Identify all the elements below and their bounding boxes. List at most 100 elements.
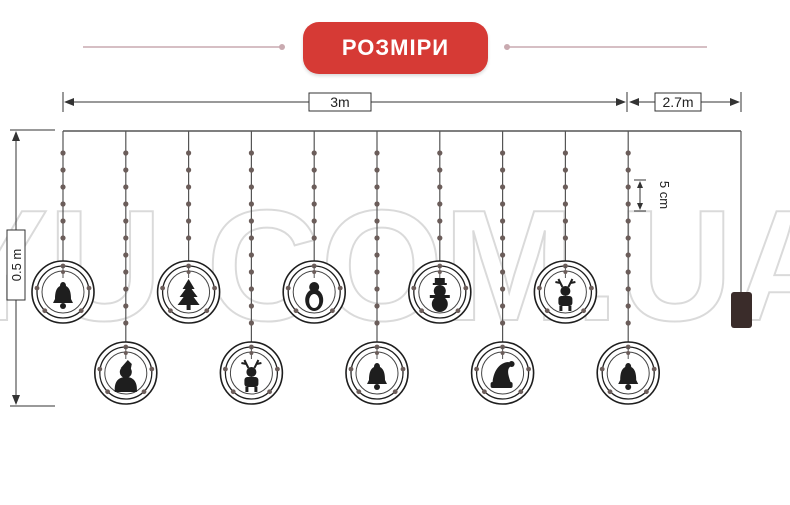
bulb: [311, 218, 317, 224]
bulb: [500, 218, 506, 224]
bulb: [500, 303, 506, 309]
bulb: [123, 320, 129, 326]
bell-icon: [53, 282, 73, 309]
bulb: [248, 252, 254, 258]
bulb: [625, 167, 631, 173]
bulb: [123, 235, 129, 241]
bulb: [123, 167, 129, 173]
bulb: [123, 286, 129, 292]
bulb: [562, 184, 569, 190]
bulb: [500, 184, 506, 190]
bulb: [625, 269, 631, 275]
bulb: [625, 184, 631, 190]
bulb: [248, 167, 254, 173]
bulb: [311, 167, 317, 173]
bulb: [374, 286, 380, 292]
bulb: [562, 167, 569, 173]
watermark-text: YU.COM.UA: [0, 178, 790, 354]
bulb: [625, 286, 631, 292]
bulb: [248, 320, 254, 326]
spacing-label: 5 cm: [657, 181, 672, 209]
bulb: [562, 218, 569, 224]
ring-ornament: [407, 260, 472, 324]
bulb: [186, 218, 192, 224]
bulb: [186, 184, 192, 190]
bulb: [186, 201, 192, 207]
bulb: [123, 269, 129, 275]
bulb: [437, 201, 443, 207]
bulb: [500, 286, 506, 292]
bulb: [374, 167, 380, 173]
bulb: [500, 252, 506, 258]
dimension-height: 0.5 m: [6, 129, 55, 407]
bulb: [248, 303, 254, 309]
bulb: [374, 201, 380, 207]
bulb: [186, 235, 192, 241]
bulb: [248, 184, 254, 190]
bulb: [123, 252, 129, 258]
reindeer-icon: [241, 359, 262, 392]
bulb: [500, 167, 506, 173]
bulb: [60, 201, 66, 207]
bulb: [248, 150, 254, 156]
bulb: [248, 286, 254, 292]
bulb: [500, 235, 506, 241]
bulb: [625, 252, 631, 258]
santa-icon: [114, 360, 137, 392]
bulb: [625, 150, 631, 156]
bulb: [437, 150, 443, 156]
header-line-right-dot: [504, 44, 510, 50]
bulb: [625, 201, 631, 207]
bulb: [625, 320, 631, 326]
bulb: [437, 167, 443, 173]
bulb: [625, 235, 631, 241]
dimension-width-lead: 2.7m: [629, 92, 742, 112]
ring-ornament: [596, 341, 661, 405]
santa-hat-icon: [490, 361, 515, 388]
bulb: [311, 201, 317, 207]
bulb: [248, 235, 254, 241]
bulb: [374, 303, 380, 309]
section-title: РОЗМІРИ: [341, 35, 450, 60]
bulb: [186, 150, 192, 156]
bulb: [562, 201, 569, 207]
ring-ornament: [219, 341, 284, 405]
bulb: [60, 235, 66, 241]
snowman-icon: [429, 278, 450, 312]
ring-ornament: [470, 341, 535, 405]
bulb: [123, 150, 129, 156]
bell-icon: [618, 363, 639, 390]
bulb: [374, 320, 380, 326]
bulb: [625, 218, 631, 224]
bulb: [374, 252, 380, 258]
battery-box: [731, 292, 752, 328]
bulb: [437, 184, 443, 190]
header-line-left-dot: [279, 44, 285, 50]
bulb: [500, 150, 506, 156]
bulb: [562, 150, 569, 156]
ring-ornament: [94, 341, 158, 405]
ring-ornament: [533, 260, 598, 324]
bulb: [60, 218, 66, 224]
dimension-width-main: 3m: [62, 92, 628, 112]
reindeer-icon: [555, 278, 576, 311]
bulb: [500, 320, 506, 326]
bulb: [437, 218, 443, 224]
bulb: [437, 235, 443, 241]
bulb: [374, 150, 380, 156]
bulb: [500, 201, 506, 207]
bulb: [374, 269, 380, 275]
christmas-tree-icon: [177, 279, 200, 310]
bulb: [123, 303, 129, 309]
section-title-badge: РОЗМІРИ: [303, 22, 488, 74]
bulb: [248, 218, 254, 224]
bulb: [248, 269, 254, 275]
bulb: [60, 167, 66, 173]
bulb: [186, 167, 192, 173]
height-label: 0.5 m: [9, 249, 24, 282]
bulb: [248, 201, 254, 207]
bulb: [123, 184, 129, 190]
ring-ornament: [345, 341, 409, 405]
